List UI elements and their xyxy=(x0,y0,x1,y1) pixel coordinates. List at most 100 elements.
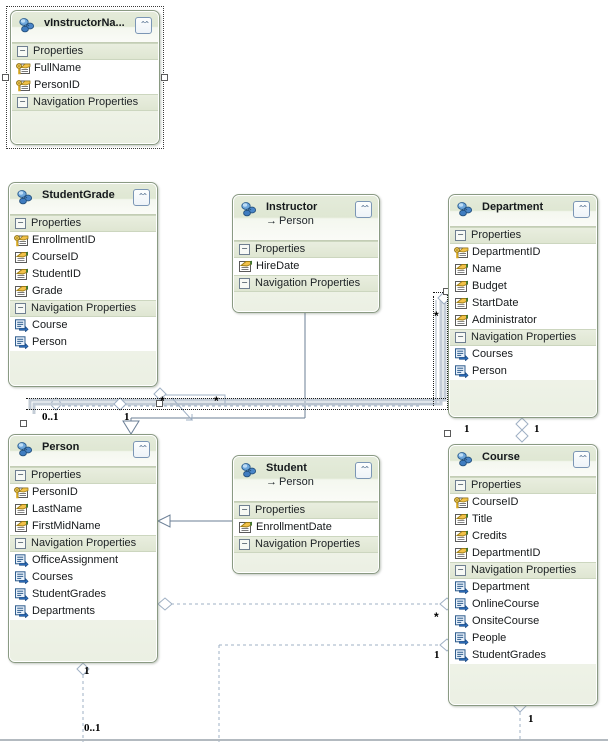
minus-box-icon[interactable]: − xyxy=(15,218,26,229)
property-row[interactable]: FirstMidName xyxy=(10,518,156,535)
selection-handle[interactable] xyxy=(444,430,451,437)
navigation-property-row[interactable]: Departments xyxy=(10,603,156,620)
property-row[interactable]: LastName xyxy=(10,501,156,518)
entity-header[interactable]: Person⌃⌃ xyxy=(10,436,156,467)
property-row[interactable]: CourseID xyxy=(10,249,156,266)
minus-box-icon[interactable]: − xyxy=(239,244,250,255)
navigation-property-name: Person xyxy=(32,336,67,348)
properties-section-header[interactable]: −Properties xyxy=(12,43,158,60)
property-row[interactable]: PersonID xyxy=(12,77,158,94)
entity-title: Student xyxy=(266,462,307,474)
navigation-properties-section-header[interactable]: −Navigation Properties xyxy=(12,94,158,111)
entity-header[interactable]: Course⌃⌃ xyxy=(450,446,596,477)
property-row[interactable]: FullName xyxy=(12,60,158,77)
navigation-property-row[interactable]: StudentGrades xyxy=(10,586,156,603)
minus-box-icon[interactable]: − xyxy=(455,565,466,576)
navigation-property-row[interactable]: Courses xyxy=(10,569,156,586)
entity-header[interactable]: StudentGrade⌃⌃ xyxy=(10,184,156,215)
properties-section-label: Properties xyxy=(471,229,522,241)
navigation-property-row[interactable]: StudentGrades xyxy=(450,647,596,664)
minus-box-icon[interactable]: − xyxy=(455,230,466,241)
properties-section-label: Properties xyxy=(31,469,82,481)
navigation-properties-section-header[interactable]: −Navigation Properties xyxy=(450,329,596,346)
collapse-toggle-button[interactable]: ⌃⌃ xyxy=(355,201,372,218)
entity-header[interactable]: Student→Person⌃⌃ xyxy=(234,457,378,502)
collapse-toggle-button[interactable]: ⌃⌃ xyxy=(133,441,150,458)
property-row[interactable]: CourseID xyxy=(450,494,596,511)
entity-header[interactable]: Department⌃⌃ xyxy=(450,196,596,227)
minus-box-icon[interactable]: − xyxy=(15,303,26,314)
entity-base-type: →Person xyxy=(266,475,372,489)
navigation-property-row[interactable]: Department xyxy=(450,579,596,596)
entity-footer xyxy=(450,664,596,704)
selection-handle[interactable] xyxy=(20,420,27,427)
selection-handle[interactable] xyxy=(156,400,163,407)
collapse-toggle-button[interactable]: ⌃⌃ xyxy=(135,17,152,34)
minus-box-icon[interactable]: − xyxy=(239,505,250,516)
properties-section-header[interactable]: −Properties xyxy=(450,227,596,244)
navigation-properties-section-header[interactable]: −Navigation Properties xyxy=(234,536,378,553)
navigation-property-row[interactable]: Courses xyxy=(450,346,596,363)
property-row[interactable]: PersonID xyxy=(10,484,156,501)
scalar-property-icon xyxy=(14,251,29,264)
collapse-toggle-button[interactable]: ⌃⌃ xyxy=(355,462,372,479)
property-row[interactable]: DepartmentID xyxy=(450,545,596,562)
properties-section-header[interactable]: −Properties xyxy=(450,477,596,494)
minus-box-icon[interactable]: − xyxy=(239,539,250,550)
navigation-property-row[interactable]: OfficeAssignment xyxy=(10,552,156,569)
minus-box-icon[interactable]: − xyxy=(17,46,28,57)
collapse-toggle-button[interactable]: ⌃⌃ xyxy=(133,189,150,206)
entity-header[interactable]: vInstructorNa...⌃⌃ xyxy=(12,12,158,43)
minus-box-icon[interactable]: − xyxy=(239,278,250,289)
navigation-property-row[interactable]: OnlineCourse xyxy=(450,596,596,613)
property-row[interactable]: HireDate xyxy=(234,258,378,275)
navigation-properties-section-header[interactable]: −Navigation Properties xyxy=(234,275,378,292)
navigation-properties-section-header[interactable]: −Navigation Properties xyxy=(10,300,156,317)
navigation-property-row[interactable]: Person xyxy=(10,334,156,351)
navigation-property-row[interactable]: People xyxy=(450,630,596,647)
minus-box-icon[interactable]: − xyxy=(455,480,466,491)
navigation-property-icon xyxy=(14,554,29,568)
properties-section-header[interactable]: −Properties xyxy=(234,241,378,258)
property-row[interactable]: Budget xyxy=(450,278,596,295)
properties-section-header[interactable]: −Properties xyxy=(234,502,378,519)
property-row[interactable]: Name xyxy=(450,261,596,278)
entity-icon xyxy=(240,201,258,218)
property-row[interactable]: Grade xyxy=(10,283,156,300)
navigation-properties-section-header[interactable]: −Navigation Properties xyxy=(10,535,156,552)
navigation-property-row[interactable]: Course xyxy=(10,317,156,334)
property-row[interactable]: Administrator xyxy=(450,312,596,329)
property-row[interactable]: EnrollmentDate xyxy=(234,519,378,536)
key-property-icon xyxy=(16,79,31,92)
minus-box-icon[interactable]: − xyxy=(17,97,28,108)
navigation-property-row[interactable]: OnsiteCourse xyxy=(450,613,596,630)
properties-section-header[interactable]: −Properties xyxy=(10,215,156,232)
minus-box-icon[interactable]: − xyxy=(15,538,26,549)
resize-handle[interactable] xyxy=(161,73,168,81)
entity-header[interactable]: Instructor→Person⌃⌃ xyxy=(234,196,378,241)
resize-handle[interactable] xyxy=(2,73,9,81)
collapse-toggle-button[interactable]: ⌃⌃ xyxy=(573,201,590,218)
property-row[interactable]: StudentID xyxy=(10,266,156,283)
navigation-properties-section-header[interactable]: −Navigation Properties xyxy=(450,562,596,579)
minus-box-icon[interactable]: − xyxy=(15,470,26,481)
navigation-property-row[interactable]: Person xyxy=(450,363,596,380)
property-row[interactable]: Credits xyxy=(450,528,596,545)
property-row[interactable]: DepartmentID xyxy=(450,244,596,261)
property-row[interactable]: Title xyxy=(450,511,596,528)
property-row[interactable]: StartDate xyxy=(450,295,596,312)
collapse-toggle-button[interactable]: ⌃⌃ xyxy=(573,451,590,468)
entity-footer xyxy=(234,292,378,311)
property-row[interactable]: EnrollmentID xyxy=(10,232,156,249)
minus-box-icon[interactable]: − xyxy=(455,332,466,343)
properties-section-header[interactable]: −Properties xyxy=(10,467,156,484)
